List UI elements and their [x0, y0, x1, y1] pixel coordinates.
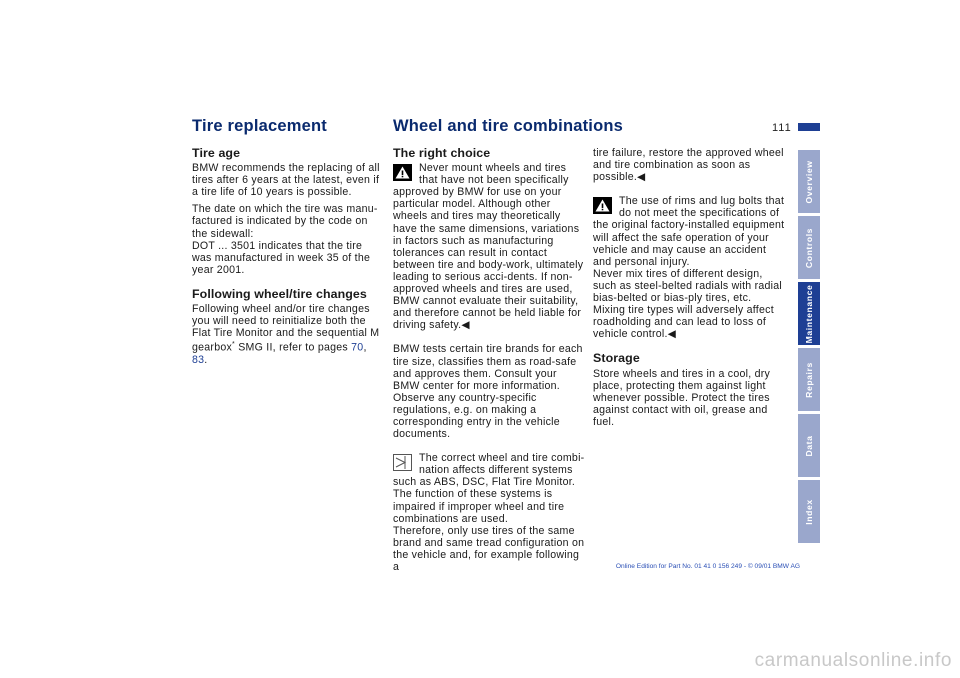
column-1: Tire age BMW recommends the replacing of… [192, 147, 384, 371]
tab-overview[interactable]: Overview [798, 150, 820, 213]
tab-label: Maintenance [804, 284, 814, 343]
page-link-83[interactable]: 83 [192, 353, 205, 366]
warning-text: Never mount wheels and tires that have n… [393, 162, 584, 332]
text-span: . [204, 353, 208, 366]
page-link-70[interactable]: 70 [351, 341, 364, 354]
heading-tire-age: Tire age [192, 146, 241, 160]
paragraph: BMW tests certain tire brands for each t… [393, 343, 583, 441]
section-title-wheel-tire-combinations: Wheel and tire combinations [393, 117, 624, 135]
paragraph: Therefore, only use tires of the same br… [393, 524, 585, 573]
warning-text: The use of rims and lug bolts that do no… [593, 195, 785, 268]
section-title-tire-replacement: Tire replacement [192, 117, 327, 135]
info-note: The correct wheel and tire combi-nation … [393, 452, 585, 525]
tab-maintenance[interactable]: Maintenance [798, 282, 820, 345]
tab-label: Data [804, 434, 814, 457]
note-text: The correct wheel and tire combi-nation … [393, 452, 585, 525]
paragraph: Never mix tires of different design, suc… [593, 267, 783, 341]
paragraph-reinitialize: Following wheel and/or tire changes you … [192, 303, 384, 366]
paragraph: tire failure, restore the approved wheel… [593, 147, 784, 184]
footer-edition: Online Edition for Part No. 01 41 0 156 … [615, 563, 800, 570]
heading-storage: Storage [593, 351, 640, 366]
watermark: carmanualsonline.info [754, 650, 952, 671]
paragraph: Store wheels and tires in a cool, dry pl… [593, 367, 771, 428]
warning-triangle-icon [393, 164, 412, 182]
column-2: The right choice Never mount wheels and … [393, 147, 585, 578]
paragraph: BMW recommends the replacing of all tire… [192, 162, 380, 199]
warning-note: Never mount wheels and tires that have n… [393, 162, 585, 331]
tab-label: Index [804, 498, 814, 525]
column-3: tire failure, restore the approved wheel… [593, 147, 785, 433]
tab-controls[interactable]: Controls [798, 216, 820, 279]
text-span: , [363, 341, 367, 354]
footnote-star: * [232, 341, 236, 349]
page-number: 111 [772, 122, 792, 134]
warning-note: The use of rims and lug bolts that do no… [593, 195, 785, 268]
paragraph: DOT ... 3501 indicates that the tire was… [192, 239, 371, 276]
tab-label: Overview [804, 159, 814, 204]
page-header-bar [798, 123, 820, 131]
tab-data[interactable]: Data [798, 414, 820, 477]
heading-following-wheel-tire-changes: Following wheel/tire changes [192, 286, 367, 301]
tab-label: Controls [804, 227, 814, 268]
tab-repairs[interactable]: Repairs [798, 348, 820, 411]
note-check-icon [393, 454, 412, 472]
text-span: Following wheel and/or tire changes you … [192, 303, 380, 354]
tab-label: Repairs [804, 361, 814, 398]
paragraph: The date on which the tire was manu-fact… [192, 203, 378, 240]
heading-the-right-choice: The right choice [393, 146, 491, 160]
text-span: SMG II, refer to pages [235, 341, 352, 354]
tab-index[interactable]: Index [798, 480, 820, 543]
warning-triangle-icon [593, 197, 612, 215]
